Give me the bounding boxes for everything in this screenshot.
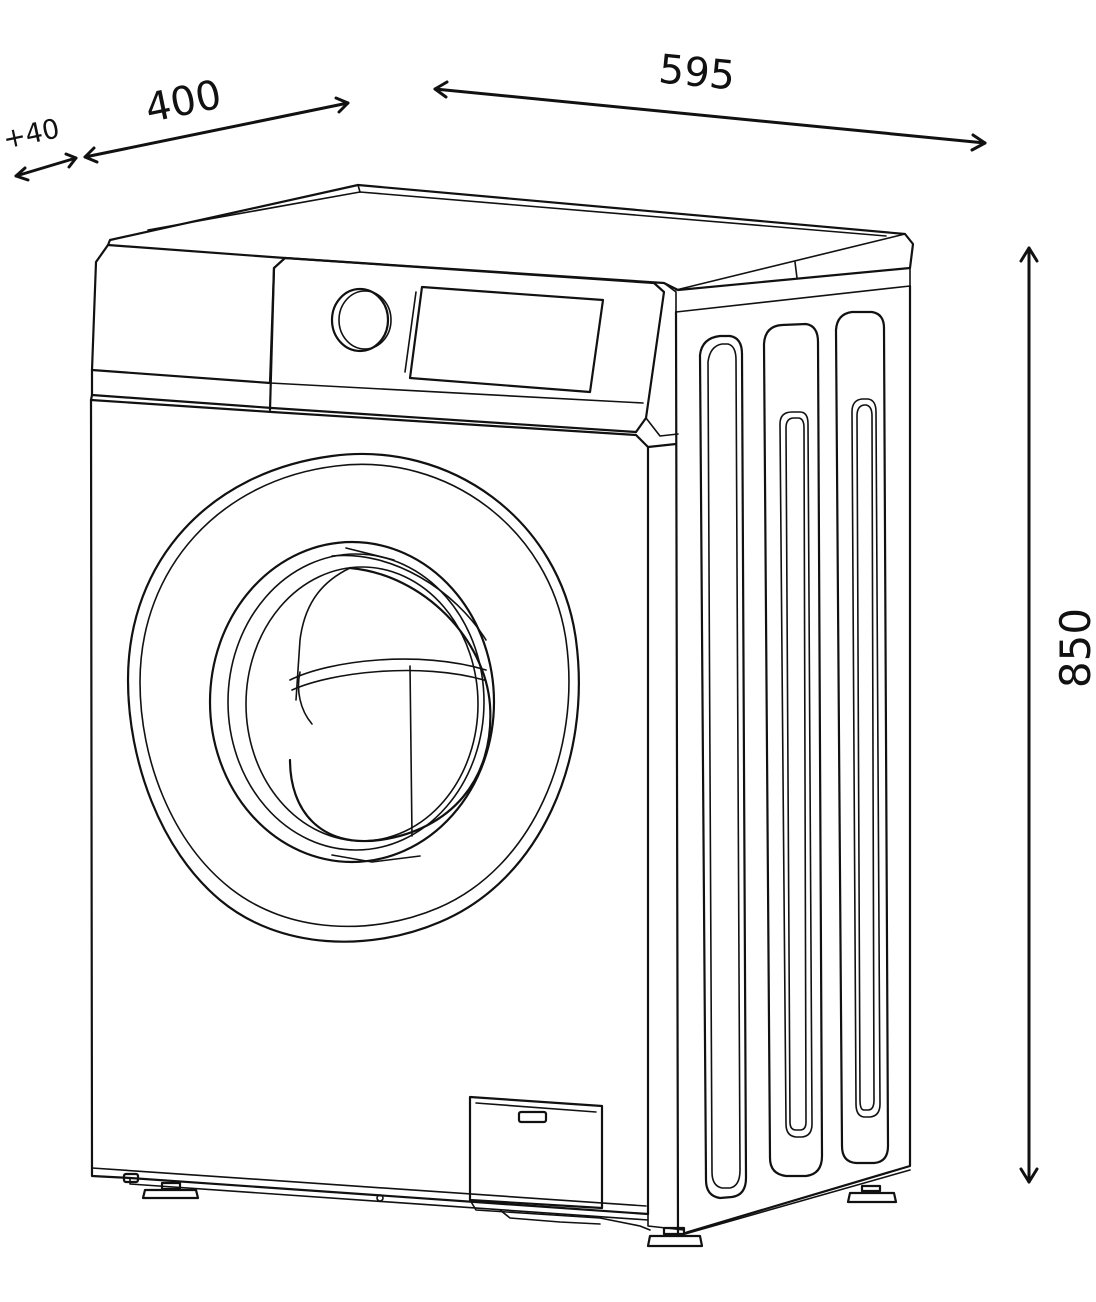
base	[122, 1172, 898, 1248]
height-dimension: 850	[1019, 246, 1096, 1184]
foot-front-right	[646, 1226, 704, 1248]
washing-machine	[89, 183, 915, 1248]
depth-arrow-right	[334, 96, 350, 114]
clearance-arrow-left	[14, 166, 30, 182]
width-arrow-right	[970, 133, 987, 152]
width-arrow-left	[433, 80, 449, 99]
depth-arrow-left	[83, 146, 99, 164]
filter-cover	[468, 1095, 604, 1210]
depth-dimension: 400	[83, 72, 350, 164]
control-panel	[89, 243, 679, 449]
clearance-dimension-line	[14, 156, 78, 178]
side-rib-1	[698, 334, 748, 1200]
depth-label: 400	[141, 72, 225, 132]
width-dimension-line	[433, 87, 987, 145]
height-label: 850	[1051, 608, 1096, 688]
height-arrow-bottom	[1019, 1167, 1039, 1184]
program-knob	[330, 287, 392, 353]
width-label: 595	[657, 46, 737, 99]
side-panel	[674, 284, 912, 1238]
door-outer-ring	[126, 452, 580, 943]
side-rib-3	[834, 310, 890, 1165]
door-glass-outer	[208, 540, 496, 864]
clearance-dimension: +40	[0, 113, 78, 182]
foot-front-left	[141, 1181, 200, 1200]
side-rib-2	[762, 322, 824, 1178]
depth-dimension-line	[83, 101, 350, 159]
clearance-label: +40	[0, 113, 62, 155]
height-arrow-top	[1019, 246, 1039, 263]
door	[126, 452, 580, 943]
width-dimension: 595	[433, 46, 987, 152]
front-panel	[89, 398, 650, 1216]
display-window	[404, 285, 605, 394]
drum-inner	[288, 566, 492, 843]
clearance-arrow-right	[64, 152, 78, 169]
foot-back-right	[846, 1184, 898, 1204]
